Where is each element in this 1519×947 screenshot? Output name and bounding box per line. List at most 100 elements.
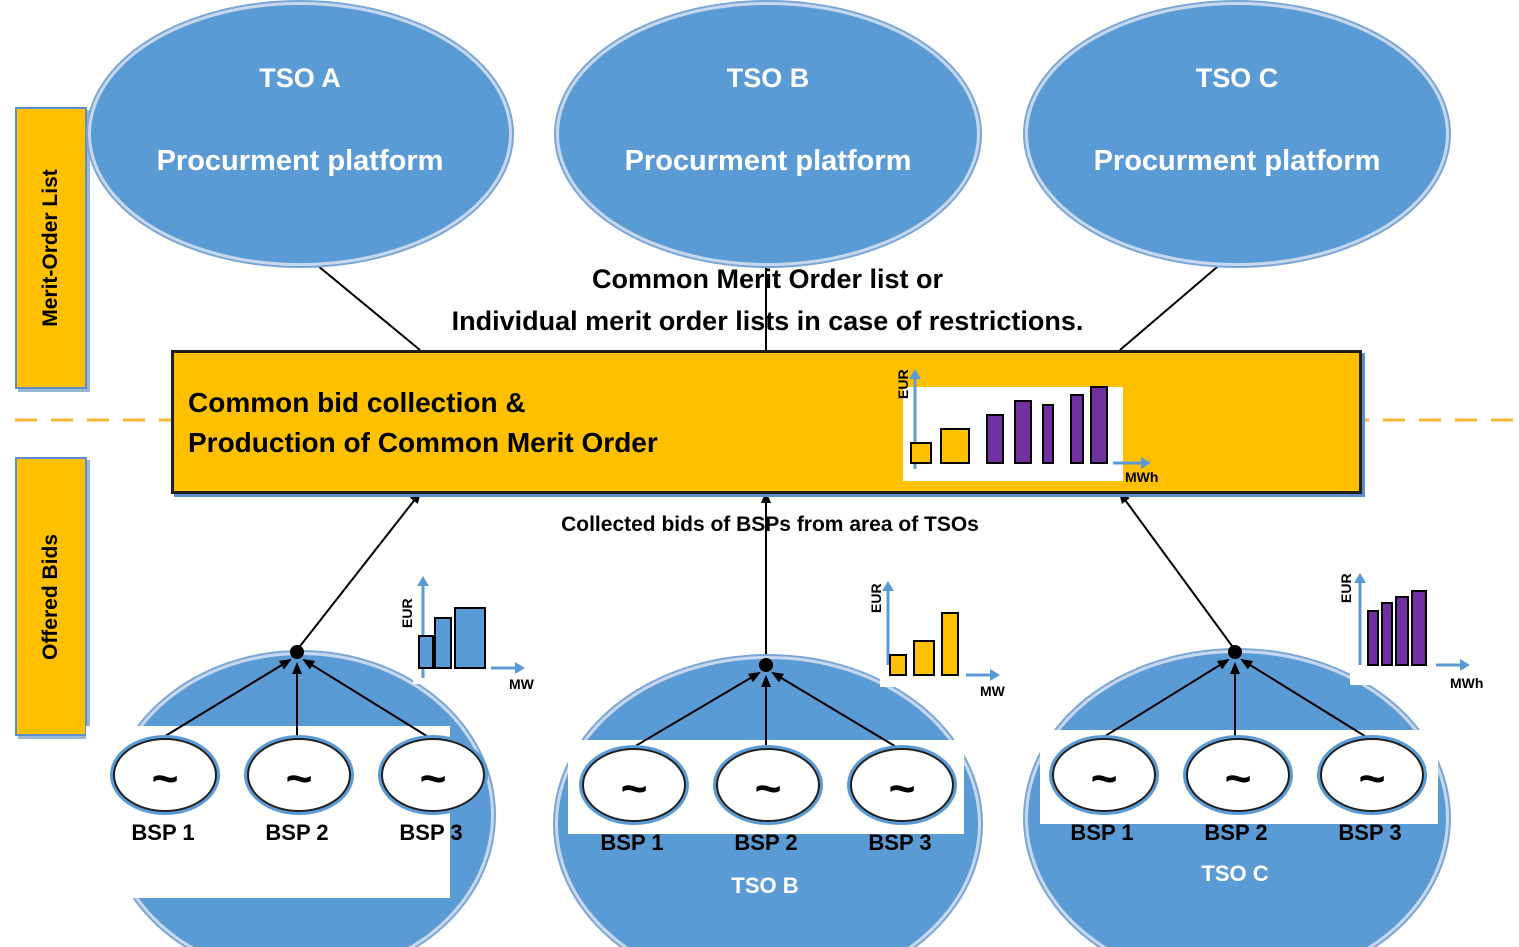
area-a-link-bsp3 <box>302 658 431 739</box>
arrow-central-to-tso-a <box>304 254 421 351</box>
area-a-chart-svg <box>413 576 525 684</box>
bsp-label: BSP 2 <box>1204 820 1268 845</box>
side-label-offered-bids: Offered Bids <box>15 457 87 736</box>
area-a-bsp-2: ~ BSP 2 <box>234 738 364 845</box>
central-chart-bar-7 <box>1090 386 1108 464</box>
area-c-chart-x-label: MWh <box>1450 675 1484 691</box>
area-b-bsp-1: ~ BSP 1 <box>569 748 699 855</box>
generator-icon: ~ <box>716 748 820 822</box>
central-chart-bar-2 <box>940 428 970 464</box>
area-c-chart-y-label: EUR <box>1338 573 1354 603</box>
area-c-label: TSO C <box>1201 861 1269 886</box>
area-a-chart-y-label: EUR <box>399 598 415 628</box>
area-a-bsp-1: ~ BSP 1 <box>100 738 230 845</box>
central-chart-bar-4 <box>1014 400 1032 464</box>
bsp-label: BSP 1 <box>600 830 664 855</box>
area-b-chart-x-arrowhead <box>990 669 1000 681</box>
area-b-chart-bar-2 <box>913 640 935 676</box>
area-a-chart-x-label: MW <box>509 676 534 692</box>
generator-icon: ~ <box>1052 738 1156 812</box>
central-chart-bar-6 <box>1070 394 1084 464</box>
central-chart-y-arrowhead <box>909 369 921 379</box>
area-a-chart-x-arrowhead <box>515 662 525 674</box>
area-c-chart-x-arrowhead <box>1460 659 1470 671</box>
central-box-line2: Production of Common Merit Order <box>188 427 658 458</box>
tso-b-platform-label: Procurment platform <box>624 145 912 177</box>
area-b-chart-bar-3 <box>941 612 959 676</box>
area-c-chart-bar-3 <box>1395 596 1409 666</box>
tso-a-name: TSO A <box>259 63 341 93</box>
area-b-chart-x-label: MW <box>980 683 1005 699</box>
bsp-label: BSP 2 <box>265 820 329 845</box>
area-b-bsp-3: ~ BSP 3 <box>837 748 967 855</box>
central-chart-bar-1 <box>910 442 932 464</box>
area-a-chart-bar-2 <box>434 617 452 669</box>
area-a-chart-bar-1 <box>418 635 434 669</box>
generator-icon: ~ <box>850 748 954 822</box>
area-c-node <box>1228 645 1242 659</box>
generator-icon: ~ <box>113 738 217 812</box>
area-a-node <box>290 645 304 659</box>
area-b-bsp-2: ~ BSP 2 <box>703 748 833 855</box>
tso-c-platform: TSO C Procurment platform <box>1025 2 1449 266</box>
central-merit-order-chart: EUR MWh <box>885 365 1185 485</box>
area-b-chart-bar-1 <box>889 654 907 676</box>
area-c-chart-svg <box>1350 573 1470 685</box>
area-a-chart-y-arrowhead <box>417 576 429 586</box>
area-c-bsp-1: ~ BSP 1 <box>1039 738 1169 845</box>
area-b-node <box>759 658 773 672</box>
area-a-bsp-3: ~ BSP 3 <box>368 738 498 845</box>
generator-icon: ~ <box>247 738 351 812</box>
tso-c-name: TSO C <box>1195 63 1279 93</box>
area-c-bid-chart: EUR MWh <box>1330 565 1500 691</box>
generator-icon: ~ <box>381 738 485 812</box>
area-c-chart-bar-4 <box>1411 590 1427 666</box>
bsp-label: BSP 1 <box>1070 820 1134 845</box>
arrow-area-a-to-central <box>296 491 422 651</box>
tso-b-name: TSO B <box>726 63 810 93</box>
area-b-bid-chart: EUR MW <box>866 575 1016 699</box>
central-chart-x-label: MWh <box>1125 469 1159 485</box>
central-chart-bar-3 <box>986 414 1004 464</box>
bsp-label: BSP 3 <box>868 830 932 855</box>
tso-b-platform: TSO B Procurment platform <box>556 2 980 266</box>
central-box-line1: Common bid collection & <box>188 387 526 418</box>
bsp-label: BSP 3 <box>1338 820 1402 845</box>
area-b-chart-y-label: EUR <box>868 583 884 613</box>
central-chart-background <box>903 387 1123 481</box>
area-b-link-bsp1 <box>631 671 761 749</box>
area-a-chart-bar-3 <box>454 607 486 669</box>
merit-order-caption-line1: Common Merit Order list or <box>591 264 944 294</box>
central-chart-x-arrowhead <box>1141 457 1151 469</box>
area-c-bsp-3: ~ BSP 3 <box>1307 738 1437 845</box>
generator-icon: ~ <box>1186 738 1290 812</box>
area-a-bid-chart: EUR MW <box>395 570 545 692</box>
bsp-label: BSP 3 <box>399 820 463 845</box>
central-chart-svg <box>903 369 1151 481</box>
common-bid-collection-box: Common bid collection & Production of Co… <box>171 350 1362 494</box>
side-label-merit-order-list: Merit-Order List <box>15 107 87 389</box>
area-b-label: TSO B <box>731 873 799 898</box>
tso-a-platform-label: Procurment platform <box>156 145 444 177</box>
arrow-central-to-tso-c <box>1119 254 1232 351</box>
area-b-chart-svg <box>880 581 1000 687</box>
area-c-chart-bar-2 <box>1381 602 1393 666</box>
merit-order-caption-line2: Individual merit order lists in case of … <box>451 306 1084 336</box>
area-c-link-bsp1 <box>1101 658 1230 739</box>
area-c-chart-bar-1 <box>1367 610 1379 666</box>
area-a-link-bsp1 <box>161 658 292 739</box>
generator-icon: ~ <box>1320 738 1424 812</box>
area-c-chart-y-arrowhead <box>1354 573 1366 583</box>
bsp-label: BSP 1 <box>131 820 195 845</box>
tso-a-platform: TSO A Procurment platform <box>88 2 512 266</box>
collected-bids-caption: Collected bids of BSPs from area of TSOs <box>561 513 979 536</box>
area-c-bsp-2: ~ BSP 2 <box>1173 738 1303 845</box>
area-b-link-bsp3 <box>771 671 899 749</box>
central-chart-bar-5 <box>1042 404 1054 464</box>
arrow-area-c-to-central <box>1118 491 1236 651</box>
tso-c-platform-label: Procurment platform <box>1093 145 1381 177</box>
bsp-label: BSP 2 <box>734 830 798 855</box>
